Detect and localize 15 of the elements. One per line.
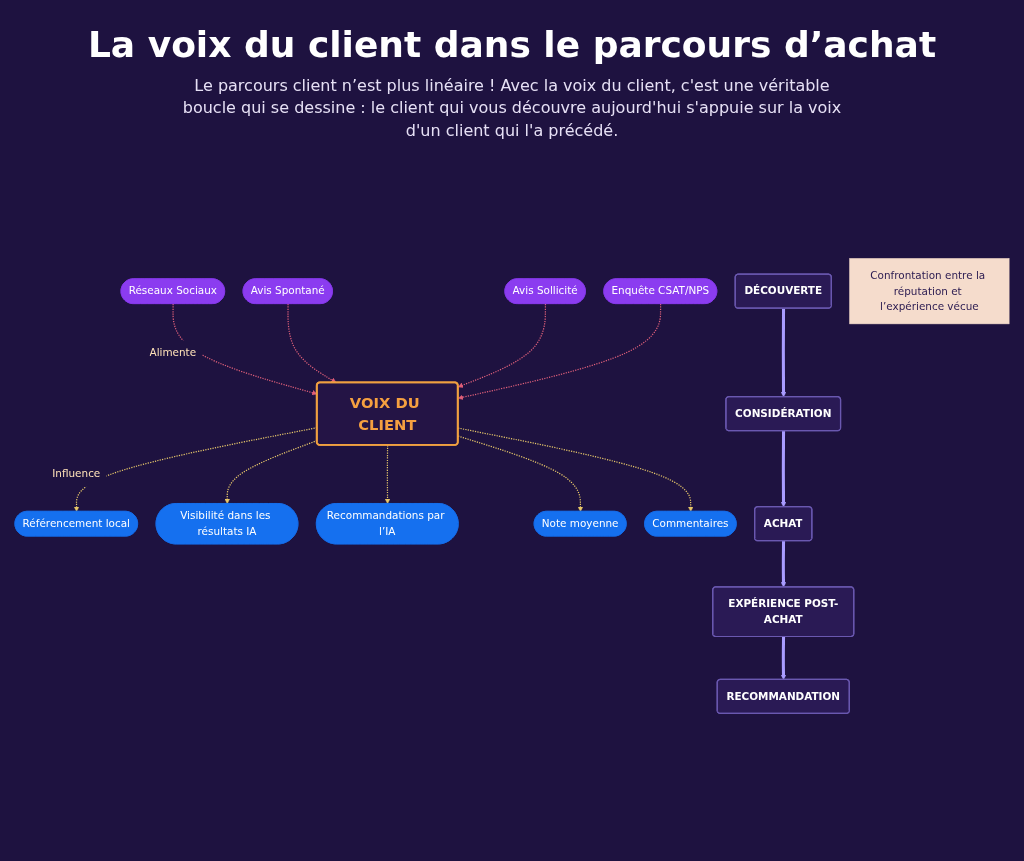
arrow	[780, 541, 787, 588]
arrow	[457, 427, 694, 512]
node-box: Confrontation entre la réputation et l’expérience vécue	[849, 258, 1010, 325]
title: La voix du client dans le parcours d’achat	[87, 24, 937, 65]
arrow	[780, 308, 787, 398]
arrow	[457, 303, 547, 388]
arrow	[780, 431, 787, 508]
edge-label: Alimente	[149, 346, 197, 359]
arrow	[780, 636, 787, 681]
arrow	[287, 303, 337, 384]
intro-paragraph: Le parcours client n’est plus linéaire ! Avec la voix du client, c'est une véritable boucle qui se dessine : le client qui vous découvre aujourd'hui s'appuie sur la voix d'un client qui l'a précédé.	[181, 75, 843, 142]
arrow	[457, 303, 662, 401]
arrow	[224, 440, 318, 505]
arrow	[73, 427, 318, 512]
edge-label: Influence	[52, 467, 101, 481]
